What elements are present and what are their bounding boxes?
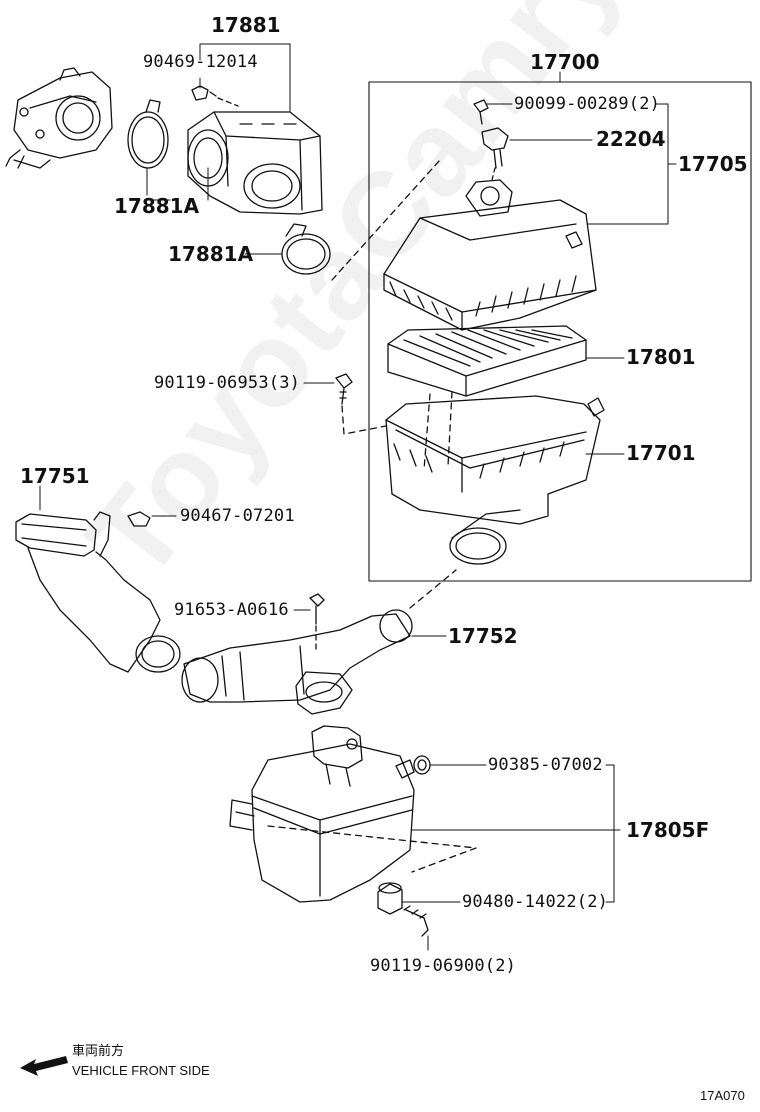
label-17801: 17801 bbox=[626, 345, 696, 369]
air-cleaner-case-drawing bbox=[385, 395, 605, 565]
label-22204: 22204 bbox=[596, 127, 666, 151]
bolt-90119-06953-drawing bbox=[335, 373, 353, 405]
label-17751: 17751 bbox=[20, 464, 90, 488]
label-90469-12014: 90469-12014 bbox=[143, 52, 258, 72]
label-90099-00289: 90099-00289(2) bbox=[514, 94, 661, 114]
filter-element-drawing bbox=[387, 325, 587, 397]
screw-90469-drawing bbox=[191, 85, 217, 101]
screw-90099-drawing bbox=[473, 99, 489, 125]
label-90385-07002: 90385-07002 bbox=[488, 755, 603, 775]
bolt-90119-06900-drawing bbox=[403, 905, 429, 937]
label-91653-A0616: 91653-A0616 bbox=[174, 600, 289, 620]
clip-90467-drawing bbox=[127, 511, 151, 527]
label-17700: 17700 bbox=[530, 50, 600, 74]
hose-clamp-17881A-upper-drawing bbox=[127, 99, 169, 169]
front-label-jp: 車両前方 bbox=[72, 1043, 125, 1058]
intake-duct-17881-drawing bbox=[187, 111, 323, 215]
air-cleaner-cap-drawing bbox=[383, 179, 597, 331]
bolt-91653-drawing bbox=[309, 593, 325, 625]
label-17881A-upper: 17881A bbox=[114, 194, 200, 218]
arrow-left-icon bbox=[20, 1056, 68, 1076]
air-hose-17752-drawing bbox=[181, 609, 413, 715]
label-17752: 17752 bbox=[448, 624, 518, 648]
front-label-en: VEHICLE FRONT SIDE bbox=[72, 1063, 210, 1078]
label-90119-06953: 90119-06953(3) bbox=[154, 373, 301, 393]
label-90480-14022: 90480-14022(2) bbox=[462, 892, 609, 912]
label-17701: 17701 bbox=[626, 441, 696, 465]
sensor-22204-drawing bbox=[481, 127, 509, 169]
label-17881: 17881 bbox=[211, 13, 281, 37]
figure-code: 17A070 bbox=[700, 1088, 745, 1103]
hose-clamp-17881A-lower-drawing bbox=[281, 223, 331, 275]
resonator-17805F-drawing bbox=[229, 725, 415, 903]
label-17881A-lower: 17881A bbox=[168, 242, 254, 266]
label-90467-07201: 90467-07201 bbox=[180, 506, 295, 526]
label-17805F: 17805F bbox=[626, 818, 710, 842]
grommet-90480-drawing bbox=[377, 882, 403, 915]
air-inlet-17751-drawing bbox=[15, 511, 181, 673]
nut-90385-drawing bbox=[413, 755, 431, 775]
label-90119-06900: 90119-06900(2) bbox=[370, 956, 517, 976]
label-17705: 17705 bbox=[678, 152, 748, 176]
throttle-body-drawing bbox=[5, 67, 113, 169]
leader-lines bbox=[39, 43, 677, 951]
